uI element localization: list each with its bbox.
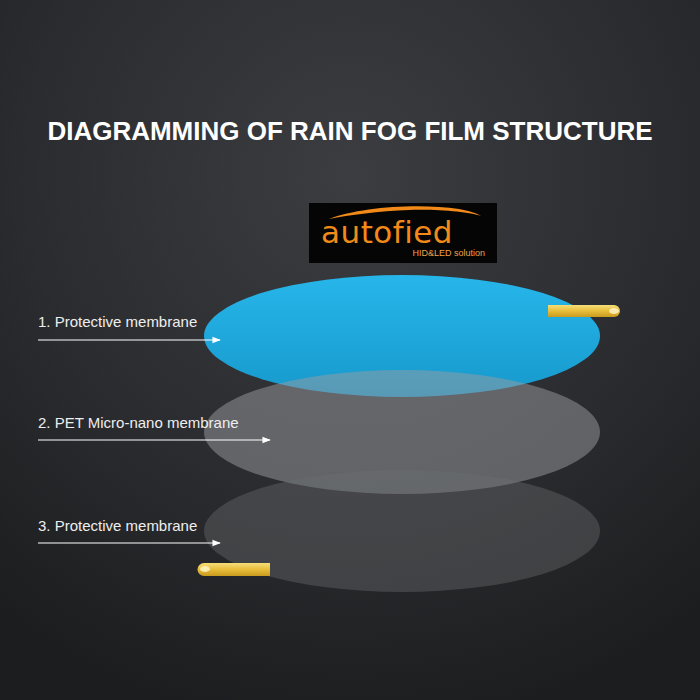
diagram-title: DIAGRAMMING OF RAIN FOG FILM STRUCTURE <box>47 116 652 147</box>
pull-tab <box>198 563 270 576</box>
leader-arrow <box>38 542 220 543</box>
leader-arrow <box>38 339 220 340</box>
logo-box: autofiedHID&LED solution <box>309 203 497 263</box>
part-label: 3. Protective membrane <box>38 517 197 534</box>
brand-tagline: HID&LED solution <box>321 248 485 258</box>
pull-tab <box>548 305 620 317</box>
brand-name: autofied <box>321 217 485 248</box>
part-label: 1. Protective membrane <box>38 313 197 330</box>
leader-arrow <box>38 439 270 440</box>
part-label: 2. PET Micro-nano membrane <box>38 414 239 431</box>
